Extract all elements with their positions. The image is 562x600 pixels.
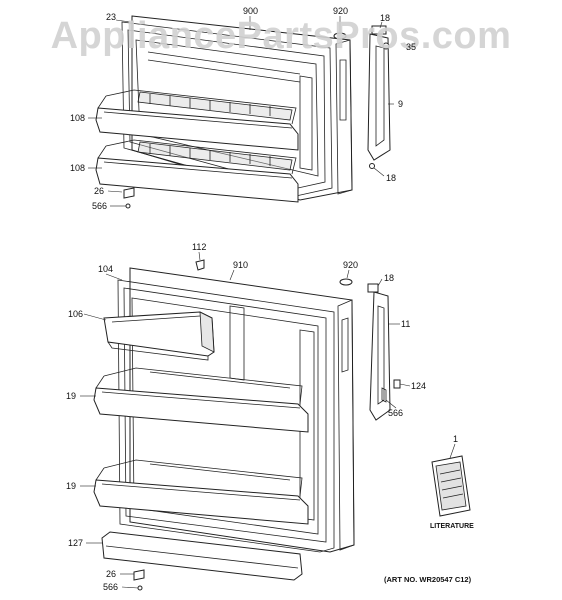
callout-900: 900	[243, 6, 258, 16]
dairy-compartment	[103, 311, 215, 361]
callout-108-a: 108	[70, 113, 85, 123]
plug-920-top	[333, 32, 347, 40]
fresh-food-shelf-lower	[93, 459, 309, 525]
callout-35: 35	[406, 42, 416, 52]
art-number: (ART NO. WR20547 C12)	[384, 575, 472, 584]
freezer-door-shelf-lower	[95, 139, 299, 203]
plug-124	[393, 379, 401, 389]
callout-112: 112	[192, 242, 206, 252]
screw-566-mid	[381, 387, 387, 403]
callout-18-bottom: 18	[384, 273, 394, 283]
callout-124: 124	[411, 381, 426, 391]
callout-23: 23	[106, 12, 116, 22]
bushing-26-top	[123, 187, 135, 199]
callout-19-a: 19	[66, 391, 76, 401]
callout-1: 1	[453, 434, 458, 444]
screw-566-bottom	[137, 585, 143, 591]
callout-920-bottom: 920	[343, 260, 358, 270]
leader-lines	[80, 16, 456, 589]
callout-18-top-a: 18	[380, 13, 390, 23]
bushing-26-bottom	[133, 569, 145, 581]
screw-18-bottom	[367, 283, 379, 293]
door-bottom-trim	[101, 531, 303, 581]
screw-35	[382, 42, 390, 50]
fresh-food-shelf-upper	[93, 367, 309, 433]
fresh-food-door-assembly	[93, 259, 401, 591]
callout-104: 104	[98, 264, 113, 274]
callout-labels: 23 900 920 18 35 9 108 108 18 26 566 112…	[66, 6, 458, 592]
screw-18-lower	[369, 163, 375, 169]
screw-566-top	[125, 203, 131, 209]
freezer-door-shelf-upper	[95, 89, 299, 151]
literature-label: LITERATURE	[430, 523, 474, 530]
callout-566-mid: 566	[388, 408, 403, 418]
callout-106: 106	[68, 309, 83, 319]
callout-910: 910	[233, 260, 248, 270]
callout-920-top: 920	[333, 6, 348, 16]
callout-566-top: 566	[92, 201, 107, 211]
callout-566-bottom: 566	[103, 582, 118, 592]
screw-112	[195, 259, 205, 271]
callout-26-top: 26	[94, 186, 104, 196]
watermark-text: AppliancePartsPros.com	[51, 15, 512, 57]
callout-19-b: 19	[66, 481, 76, 491]
callout-108-b: 108	[70, 163, 85, 173]
callout-26-bottom: 26	[106, 569, 116, 579]
plug-920-bottom	[339, 278, 353, 286]
callout-127: 127	[68, 538, 83, 548]
freezer-door-handle	[367, 25, 391, 161]
callout-11: 11	[401, 319, 410, 329]
callout-9: 9	[398, 99, 403, 109]
fresh-food-door-handle	[369, 291, 391, 421]
freezer-door-assembly	[95, 15, 391, 209]
callout-18-top-b: 18	[386, 173, 396, 183]
literature-booklet	[431, 455, 471, 517]
